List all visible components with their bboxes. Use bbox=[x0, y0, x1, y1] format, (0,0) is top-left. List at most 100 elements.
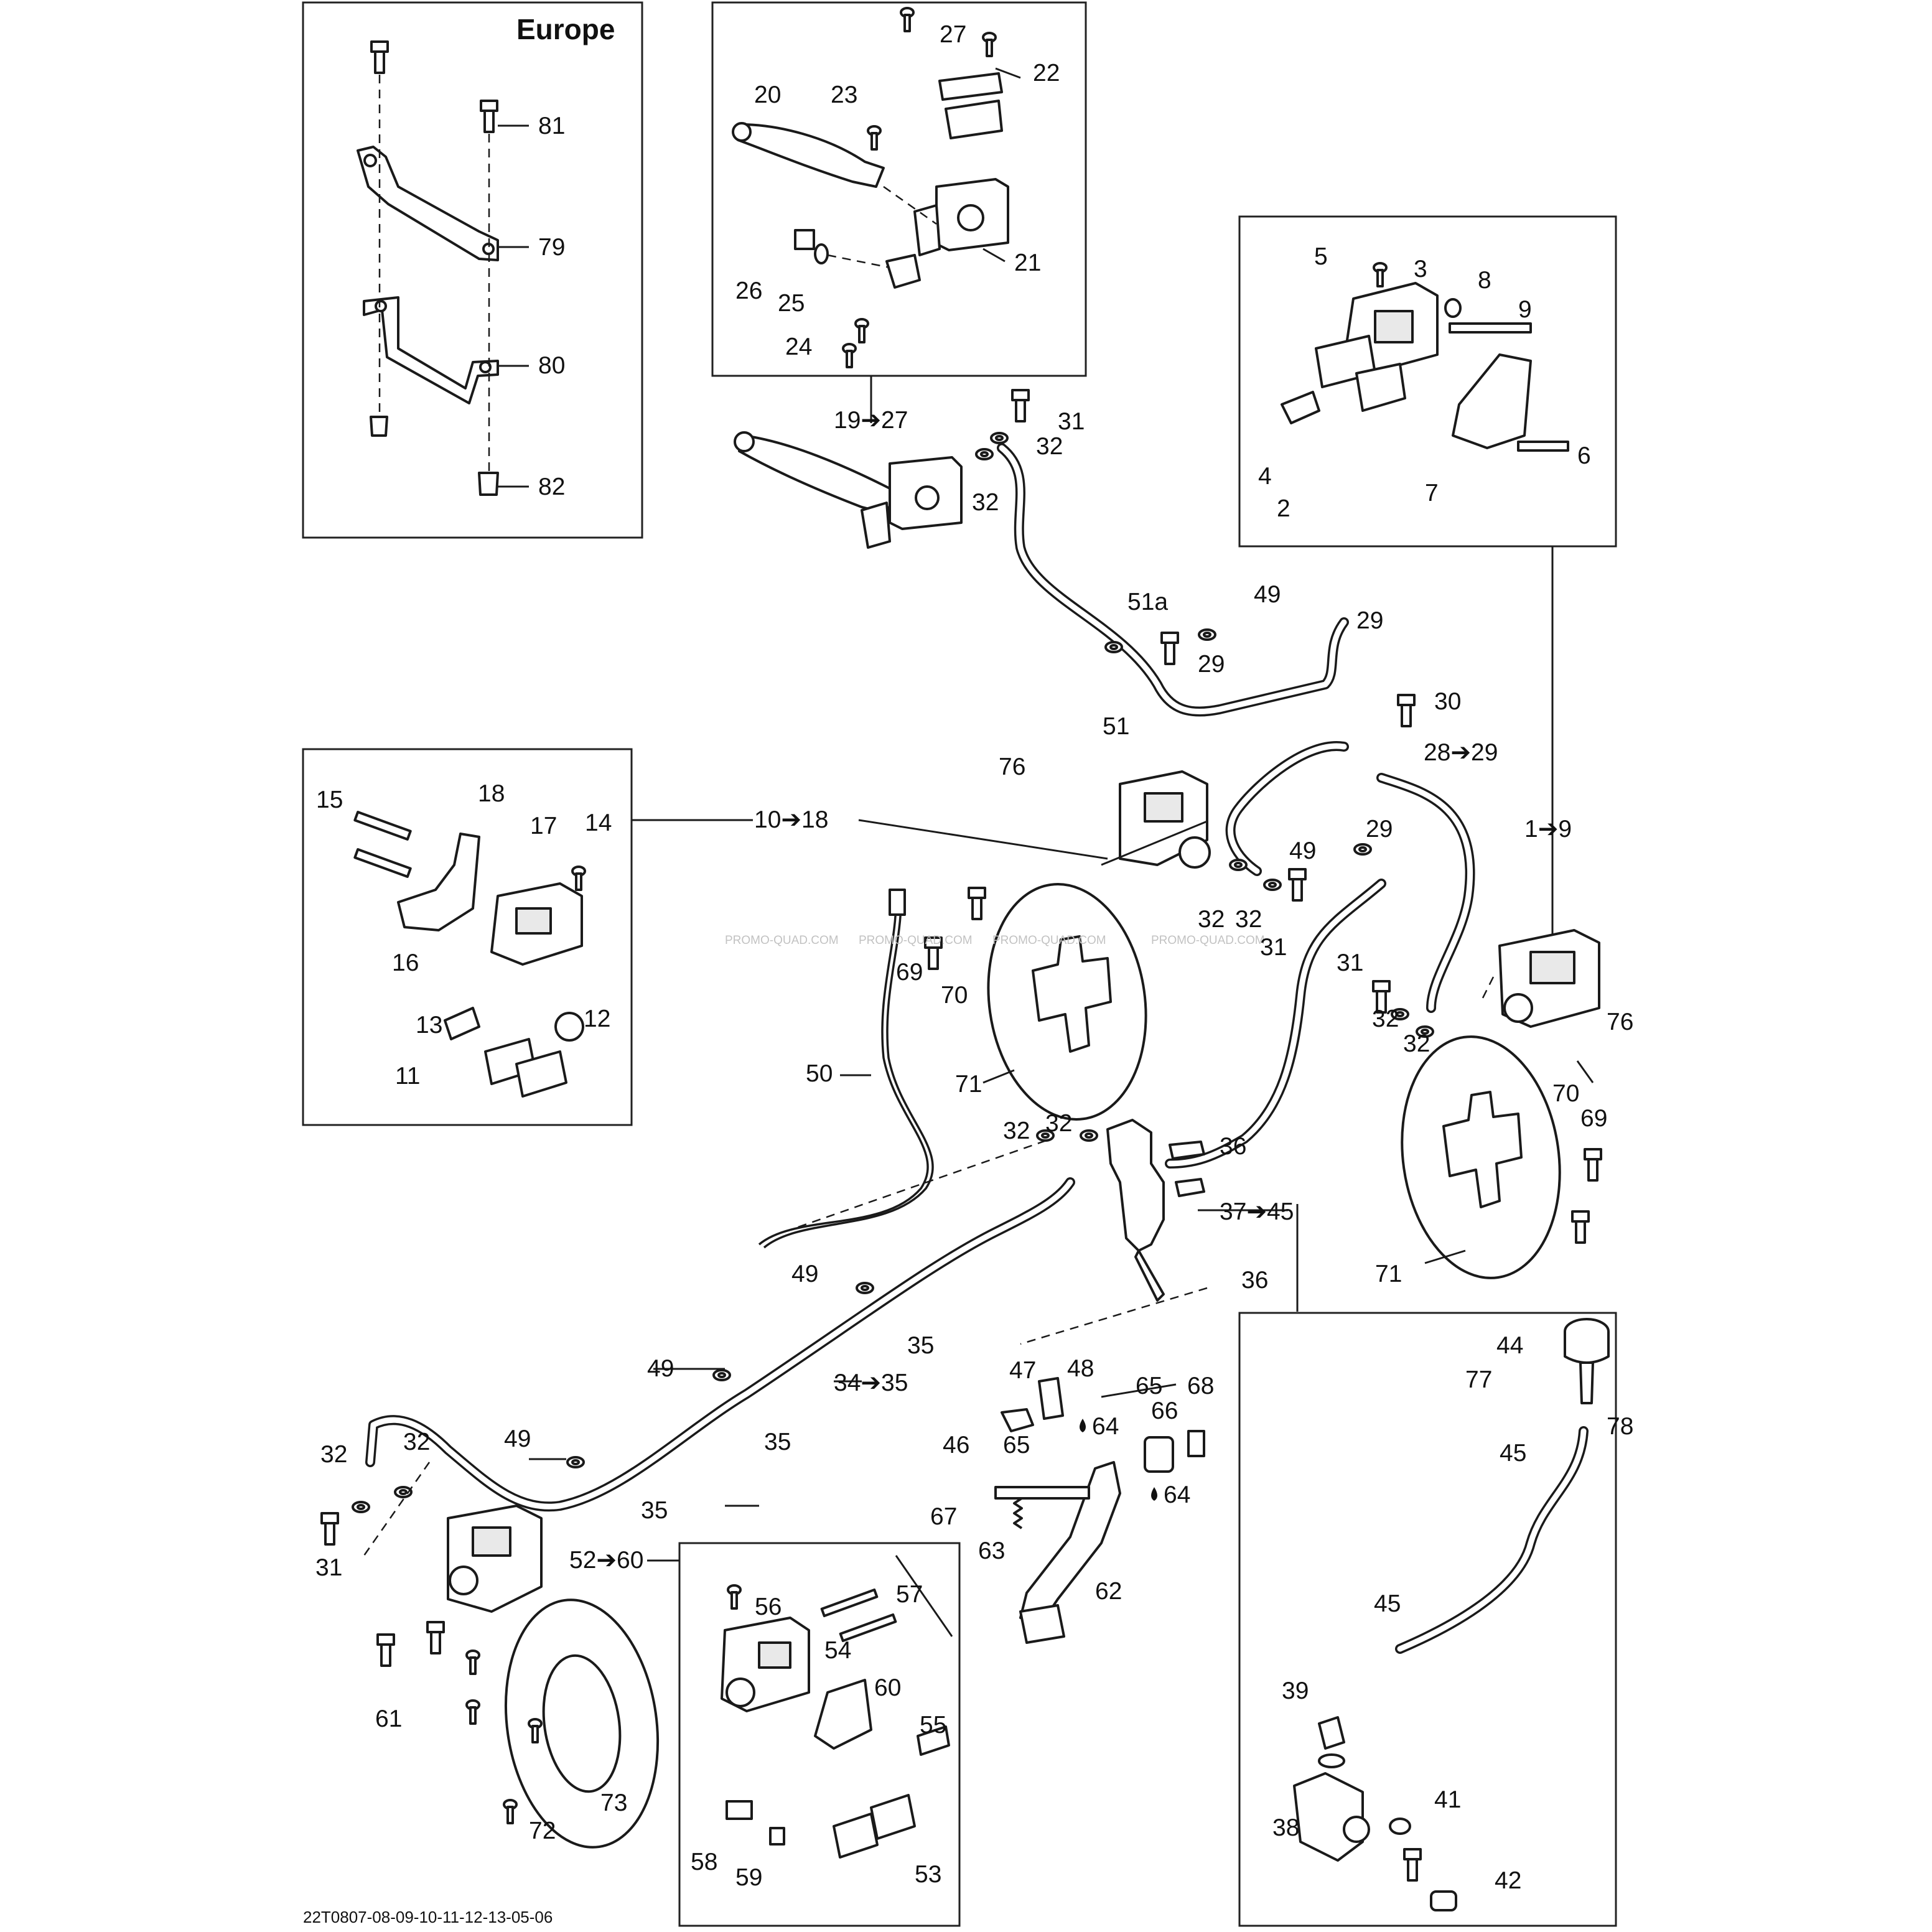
callout-64: 64 bbox=[1092, 1413, 1119, 1440]
callout-53: 53 bbox=[915, 1861, 941, 1888]
callout-5: 5 bbox=[1314, 243, 1328, 270]
callout-59: 59 bbox=[735, 1864, 762, 1891]
pin-icon bbox=[1449, 322, 1532, 334]
bleeder-icon bbox=[1373, 262, 1388, 287]
callout-70: 70 bbox=[941, 982, 968, 1009]
callout-labels: 81 79 80 82 20 23 27 22 21 26 25 24 19➔2… bbox=[315, 21, 1633, 1894]
callout-63: 63 bbox=[978, 1538, 1005, 1564]
callout-range-28-29: 28➔29 bbox=[1424, 739, 1498, 766]
callout-58: 58 bbox=[691, 1849, 717, 1875]
callout-65: 65 bbox=[1136, 1373, 1162, 1399]
brake-disc-icon bbox=[504, 1598, 660, 1849]
callout-38: 38 bbox=[1272, 1814, 1299, 1841]
caliper-icon bbox=[1119, 770, 1211, 869]
watermark-text: PROMO-QUAD.COM bbox=[859, 934, 973, 947]
pin-icon bbox=[353, 811, 412, 841]
clamp-icon bbox=[1389, 1818, 1411, 1835]
washer-icon bbox=[1198, 628, 1216, 641]
bracket-icon bbox=[814, 1679, 872, 1750]
clevis-icon bbox=[1038, 1377, 1064, 1420]
callout-76: 76 bbox=[1607, 1009, 1633, 1035]
callout-49: 49 bbox=[1254, 581, 1281, 608]
callout-35: 35 bbox=[764, 1429, 791, 1455]
bolt-icon bbox=[1288, 868, 1307, 902]
washer-icon bbox=[1263, 879, 1282, 891]
caliper-icon bbox=[1498, 929, 1600, 1028]
caliper-icon bbox=[447, 1505, 543, 1613]
reservoir-icon bbox=[1564, 1318, 1610, 1404]
callout-range-34-35: 34➔35 bbox=[834, 1370, 908, 1396]
callout-70: 70 bbox=[1552, 1080, 1579, 1107]
bleeder-icon bbox=[727, 1584, 742, 1610]
screw-icon bbox=[867, 125, 882, 151]
callout-57: 57 bbox=[896, 1581, 923, 1608]
washer-icon bbox=[1353, 843, 1372, 856]
front-right-hose bbox=[1376, 773, 1475, 1013]
distribution-block-icon bbox=[1106, 1119, 1205, 1302]
callout-71: 71 bbox=[955, 1071, 982, 1098]
inset-title-europe: Europe bbox=[516, 13, 615, 45]
callout-2: 2 bbox=[1277, 495, 1290, 522]
nut-icon bbox=[1187, 1430, 1205, 1457]
bolt-icon bbox=[1160, 632, 1179, 665]
callout-56: 56 bbox=[755, 1594, 782, 1620]
callout-32: 32 bbox=[320, 1441, 347, 1468]
clamp-icon bbox=[885, 254, 921, 289]
boot-icon bbox=[1430, 1890, 1457, 1911]
fitting-icon bbox=[1318, 1716, 1345, 1750]
pin-icon bbox=[820, 1588, 879, 1618]
brake-pad-icon bbox=[484, 1038, 567, 1098]
callout-7: 7 bbox=[1425, 480, 1439, 506]
watermark-text: PROMO-QUAD.COM bbox=[1151, 934, 1265, 947]
master-cylinder-icon bbox=[1293, 1772, 1370, 1862]
callout-39: 39 bbox=[1282, 1678, 1309, 1704]
diaphragm-icon bbox=[945, 100, 1003, 139]
screw-icon bbox=[900, 7, 915, 32]
callout-31: 31 bbox=[315, 1554, 342, 1581]
callout-range-19-27: 19➔27 bbox=[834, 407, 908, 434]
callout-24: 24 bbox=[785, 334, 812, 360]
callout-50: 50 bbox=[806, 1060, 833, 1087]
callout-31: 31 bbox=[1260, 934, 1287, 961]
callout-81: 81 bbox=[538, 113, 565, 139]
callout-35: 35 bbox=[907, 1332, 934, 1359]
bolt-icon bbox=[1584, 1148, 1602, 1182]
callout-17: 17 bbox=[530, 813, 557, 839]
callout-68: 68 bbox=[1187, 1373, 1214, 1399]
bushing-icon bbox=[1144, 1436, 1174, 1473]
callout-9: 9 bbox=[1518, 296, 1532, 323]
callout-55: 55 bbox=[920, 1712, 946, 1738]
caliper-icon bbox=[1343, 282, 1532, 449]
callout-71: 71 bbox=[1375, 1261, 1402, 1287]
callout-32: 32 bbox=[1198, 906, 1225, 933]
bolt-icon bbox=[968, 887, 986, 920]
callout-66: 66 bbox=[1151, 1398, 1178, 1424]
washer-icon bbox=[352, 1501, 370, 1513]
front-brake-hose bbox=[997, 443, 1349, 717]
screw-icon bbox=[465, 1650, 480, 1675]
clevis-clip-icon bbox=[1001, 1408, 1034, 1432]
bolt-icon bbox=[370, 40, 389, 74]
brake-pedal-icon bbox=[1019, 1461, 1121, 1644]
inset-front-left-caliper-box bbox=[302, 748, 1108, 1126]
drawing-code: 22T0807-08-09-10-11-12-13-05-06 bbox=[303, 1908, 553, 1926]
callout-32: 32 bbox=[1045, 1110, 1072, 1137]
callout-45: 45 bbox=[1500, 1440, 1526, 1467]
master-cylinder-icon bbox=[913, 178, 1009, 256]
washer-icon bbox=[566, 1456, 585, 1468]
bolt-icon bbox=[376, 1633, 395, 1667]
callout-64: 64 bbox=[1164, 1482, 1190, 1508]
washer-icon bbox=[856, 1282, 874, 1294]
callout-31: 31 bbox=[1337, 950, 1363, 976]
callout-78: 78 bbox=[1607, 1413, 1633, 1440]
o-ring-icon bbox=[1318, 1753, 1345, 1768]
sensor-connector-icon bbox=[889, 889, 906, 916]
bolt-icon bbox=[480, 100, 498, 133]
washer-icon bbox=[975, 448, 994, 460]
grease-drop-icon bbox=[1151, 1487, 1157, 1501]
callout-range-10-18: 10➔18 bbox=[754, 806, 828, 833]
brake-pad-icon bbox=[833, 1794, 916, 1859]
inset-pedal-master-cylinder-box bbox=[1238, 1204, 1617, 1927]
callout-29: 29 bbox=[1366, 816, 1393, 842]
callout-11: 11 bbox=[395, 1063, 421, 1090]
